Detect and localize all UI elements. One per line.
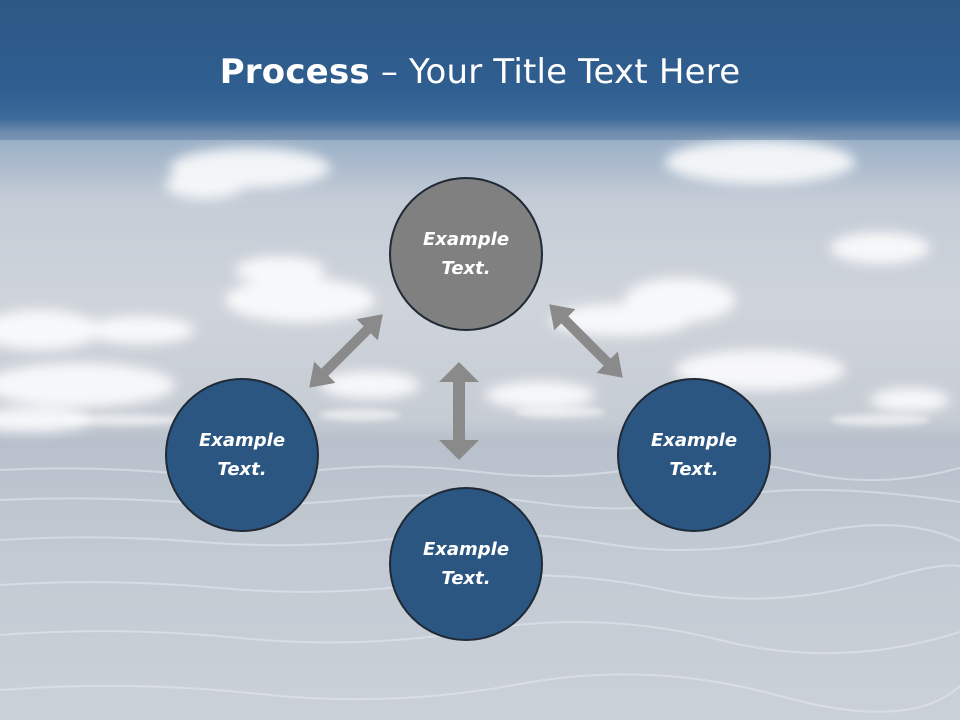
center-node-line1: Example	[422, 229, 510, 250]
bottom-node-line2: Text.	[441, 568, 491, 589]
arrow-center-right	[549, 304, 623, 378]
title-bold: Process	[219, 52, 370, 92]
center-node: Example Text.	[389, 177, 543, 331]
left-node-line1: Example	[198, 430, 286, 451]
left-node-line2: Text.	[217, 459, 267, 480]
bottom-node: Example Text.	[389, 487, 543, 641]
right-node-line1: Example	[650, 430, 738, 451]
right-node-line2: Text.	[669, 459, 719, 480]
center-node-line2: Text.	[441, 258, 491, 279]
arrow-center-left	[309, 314, 383, 388]
title-bar	[0, 0, 960, 140]
arrow-center-bottom	[439, 362, 479, 460]
left-node: Example Text.	[165, 378, 319, 532]
right-node: Example Text.	[617, 378, 771, 532]
title-rest: – Your Title Text Here	[369, 52, 741, 92]
slide-title: Process – Your Title Text Here	[0, 52, 960, 92]
bottom-node-line1: Example	[422, 539, 510, 560]
